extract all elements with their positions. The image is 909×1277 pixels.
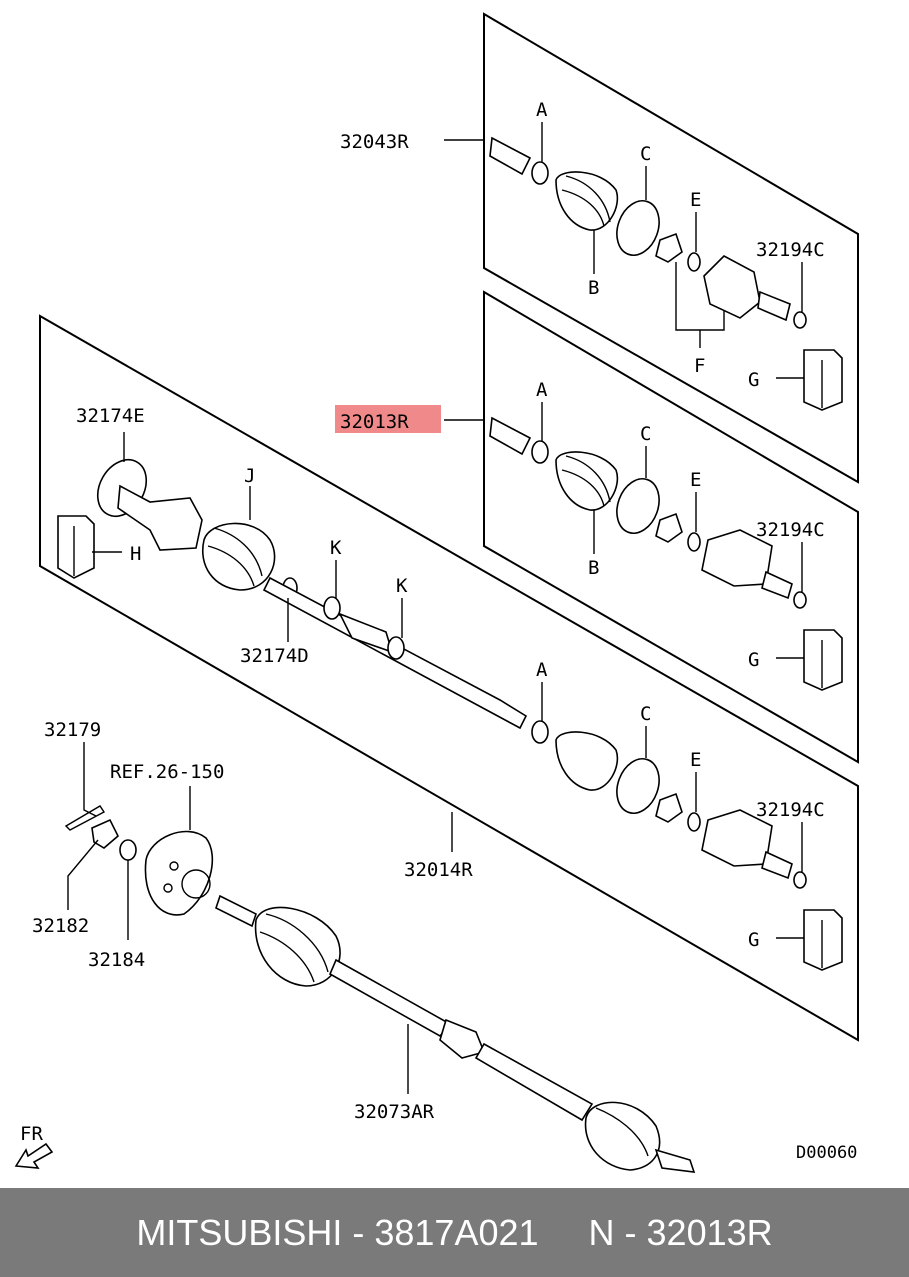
label-K-2: K — [396, 575, 408, 597]
label-C-3: C — [640, 703, 651, 725]
label-32179: 32179 — [44, 719, 101, 741]
highlight-32013R — [335, 405, 441, 433]
loose-parts — [64, 805, 696, 1173]
front-arrow-icon — [14, 1142, 54, 1169]
label-G-2: G — [748, 649, 759, 671]
label-E-3: E — [690, 749, 701, 771]
label-32174E: 32174E — [76, 405, 145, 427]
label-32014R: 32014R — [404, 859, 473, 881]
panel-3-parts — [57, 458, 843, 971]
label-G-1: G — [748, 369, 759, 391]
label-E-1: E — [690, 189, 701, 211]
label-32194C-2: 32194C — [756, 519, 825, 541]
label-32194C-1: 32194C — [756, 239, 825, 261]
label-diagram-code: D00060 — [796, 1143, 857, 1163]
label-B-2: B — [588, 557, 599, 579]
label-F: F — [694, 355, 705, 377]
footer-brand-part: MITSUBISHI - 3817A021 — [136, 1211, 539, 1253]
footer-gap — [539, 1212, 589, 1254]
label-J: J — [244, 465, 255, 487]
panel-2-parts — [489, 416, 843, 691]
panel-1-parts — [489, 136, 843, 411]
label-C-2: C — [640, 423, 651, 445]
label-G-3: G — [748, 929, 759, 951]
label-32182: 32182 — [32, 915, 89, 937]
label-32194C-3: 32194C — [756, 799, 825, 821]
label-B-1: B — [588, 277, 599, 299]
label-32073AR: 32073AR — [354, 1101, 435, 1123]
label-fr: FR — [20, 1123, 43, 1145]
footer-ref-part: N - 32013R — [588, 1211, 773, 1253]
label-32174D: 32174D — [240, 645, 309, 667]
panel-32014R — [39, 314, 859, 1042]
footer-bar: MITSUBISHI - 3817A021 N - 32013R — [0, 1188, 909, 1277]
label-ref: REF.26-150 — [110, 761, 224, 783]
exploded-parts-diagram: 32043R 32013R A A A B B C C C E E E F 32… — [14, 12, 859, 1173]
label-A-1: A — [536, 99, 548, 121]
leader-lines — [67, 122, 804, 1094]
label-A-2: A — [536, 379, 548, 401]
label-K-1: K — [330, 537, 342, 559]
label-H: H — [130, 543, 141, 565]
label-E-2: E — [690, 469, 701, 491]
panel-32043R — [483, 12, 859, 484]
label-32184: 32184 — [88, 949, 145, 971]
label-C-1: C — [640, 143, 651, 165]
label-32043R: 32043R — [340, 131, 409, 153]
label-A-3: A — [536, 659, 548, 681]
label-32013R: 32013R — [340, 411, 409, 433]
panel-32013R — [483, 290, 859, 764]
